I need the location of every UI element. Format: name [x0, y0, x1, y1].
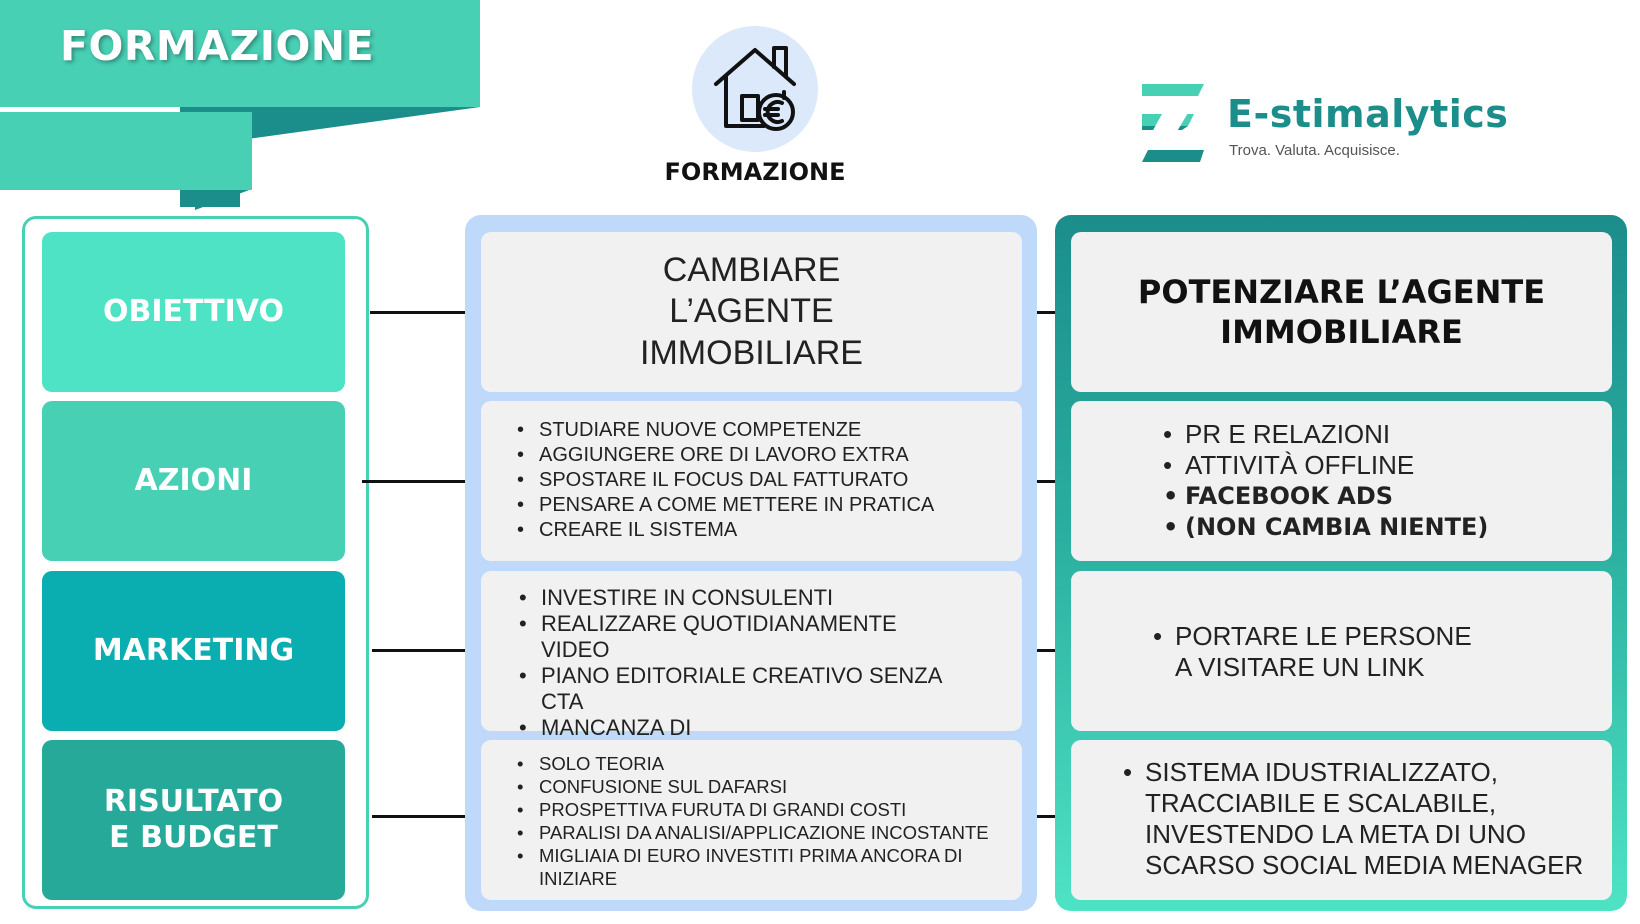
estimalytics-azioni: PR E RELAZIONI ATTIVITÀ OFFLINE FACEBOOK…: [1071, 401, 1612, 561]
traditional-risultato-list: SOLO TEORIA CONFUSIONE SUL DAFARSI PROSP…: [515, 752, 995, 890]
list-item: STUDIARE NUOVE COMPETENZE: [515, 418, 1015, 443]
category-azioni: AZIONI: [42, 401, 345, 561]
banner-ribbon-tail: [0, 112, 252, 190]
traditional-objective-text: CAMBIARE L’AGENTE IMMOBILIARE: [640, 250, 863, 372]
list-item: SPOSTARE IL FOCUS DAL FATTURATO: [515, 468, 1015, 493]
connector-line: [372, 649, 465, 652]
list-item: PARALISI DA ANALISI/APPLICAZIONE INCOSTA…: [515, 821, 995, 844]
traditional-azioni-list: STUDIARE NUOVE COMPETENZE AGGIUNGERE ORE…: [515, 418, 1015, 543]
list-item: SOLO TEORIA: [515, 752, 995, 775]
list-item: REALIZZARE QUOTIDIANAMENTE VIDEO: [517, 611, 957, 663]
connector-line: [1037, 649, 1055, 652]
category-label: OBIETTIVO: [103, 294, 284, 329]
estimalytics-marketing: PORTARE LE PERSONE A VISITARE UN LINK: [1071, 571, 1612, 731]
connector-line: [372, 815, 465, 818]
list-item: MIGLIAIA DI EURO INVESTITI PRIMA ANCORA …: [515, 844, 985, 890]
category-label: RISULTATO E BUDGET: [103, 784, 284, 855]
logo-name: E-stimalytics: [1227, 92, 1509, 136]
list-item: PROSPETTIVA FURUTA DI GRANDI COSTI: [515, 798, 995, 821]
connector-line: [370, 311, 465, 314]
category-label: AZIONI: [134, 463, 253, 498]
list-item: PENSARE A COME METTERE IN PRATICA: [515, 493, 1015, 518]
list-item: CONFUSIONE SUL DAFARSI: [515, 775, 995, 798]
list-item: CREARE IL SISTEMA: [515, 518, 1015, 543]
estimalytics-marketing-list: PORTARE LE PERSONE A VISITARE UN LINK: [1151, 621, 1491, 683]
list-item: ATTIVITÀ OFFLINE: [1161, 450, 1601, 481]
category-marketing: MARKETING: [42, 571, 345, 731]
connector-line: [1037, 311, 1055, 314]
category-obiettivo: OBIETTIVO: [42, 232, 345, 392]
list-item: (NON CAMBIA NIENTE): [1161, 512, 1601, 543]
estimalytics-risultato-list: SISTEMA IDUSTRIALIZZATO, TRACCIABILE E S…: [1121, 757, 1591, 881]
banner-title: FORMAZIONE: [60, 22, 375, 70]
house-euro-icon: [692, 26, 818, 152]
estimalytics-objective-text: POTENZIARE L’AGENTE IMMOBILIARE: [1137, 273, 1546, 351]
list-item: PORTARE LE PERSONE A VISITARE UN LINK: [1151, 621, 1491, 683]
traditional-objective: CAMBIARE L’AGENTE IMMOBILIARE: [481, 232, 1022, 392]
list-item: PIANO EDITORIALE CREATIVO SENZA CTA: [517, 663, 957, 715]
traditional-risultato: SOLO TEORIA CONFUSIONE SUL DAFARSI PROSP…: [481, 740, 1022, 900]
traditional-azioni: STUDIARE NUOVE COMPETENZE AGGIUNGERE ORE…: [481, 401, 1022, 561]
list-item: AGGIUNGERE ORE DI LAVORO EXTRA: [515, 443, 1015, 468]
estimalytics-azioni-list: PR E RELAZIONI ATTIVITÀ OFFLINE FACEBOOK…: [1161, 419, 1601, 543]
e-stimalytics-logo-icon: [1142, 84, 1204, 162]
connector-line: [362, 480, 465, 483]
category-label: MARKETING: [92, 633, 295, 668]
list-item: INVESTIRE IN CONSULENTI: [517, 585, 957, 611]
center-heading: FORMAZIONE: [664, 158, 846, 186]
logo-tagline: Trova. Valuta. Acquisisce.: [1229, 142, 1400, 159]
list-item: PR E RELAZIONI: [1161, 419, 1601, 450]
estimalytics-objective: POTENZIARE L’AGENTE IMMOBILIARE: [1071, 232, 1612, 392]
connector-line: [1037, 480, 1055, 483]
estimalytics-risultato: SISTEMA IDUSTRIALIZZATO, TRACCIABILE E S…: [1071, 740, 1612, 900]
connector-line: [1037, 815, 1055, 818]
banner-ribbon: [0, 0, 480, 107]
list-item: SISTEMA IDUSTRIALIZZATO, TRACCIABILE E S…: [1121, 757, 1591, 881]
category-risultato-budget: RISULTATO E BUDGET: [42, 740, 345, 900]
list-item: FACEBOOK ADS: [1161, 481, 1601, 512]
traditional-marketing: INVESTIRE IN CONSULENTI REALIZZARE QUOTI…: [481, 571, 1022, 766]
